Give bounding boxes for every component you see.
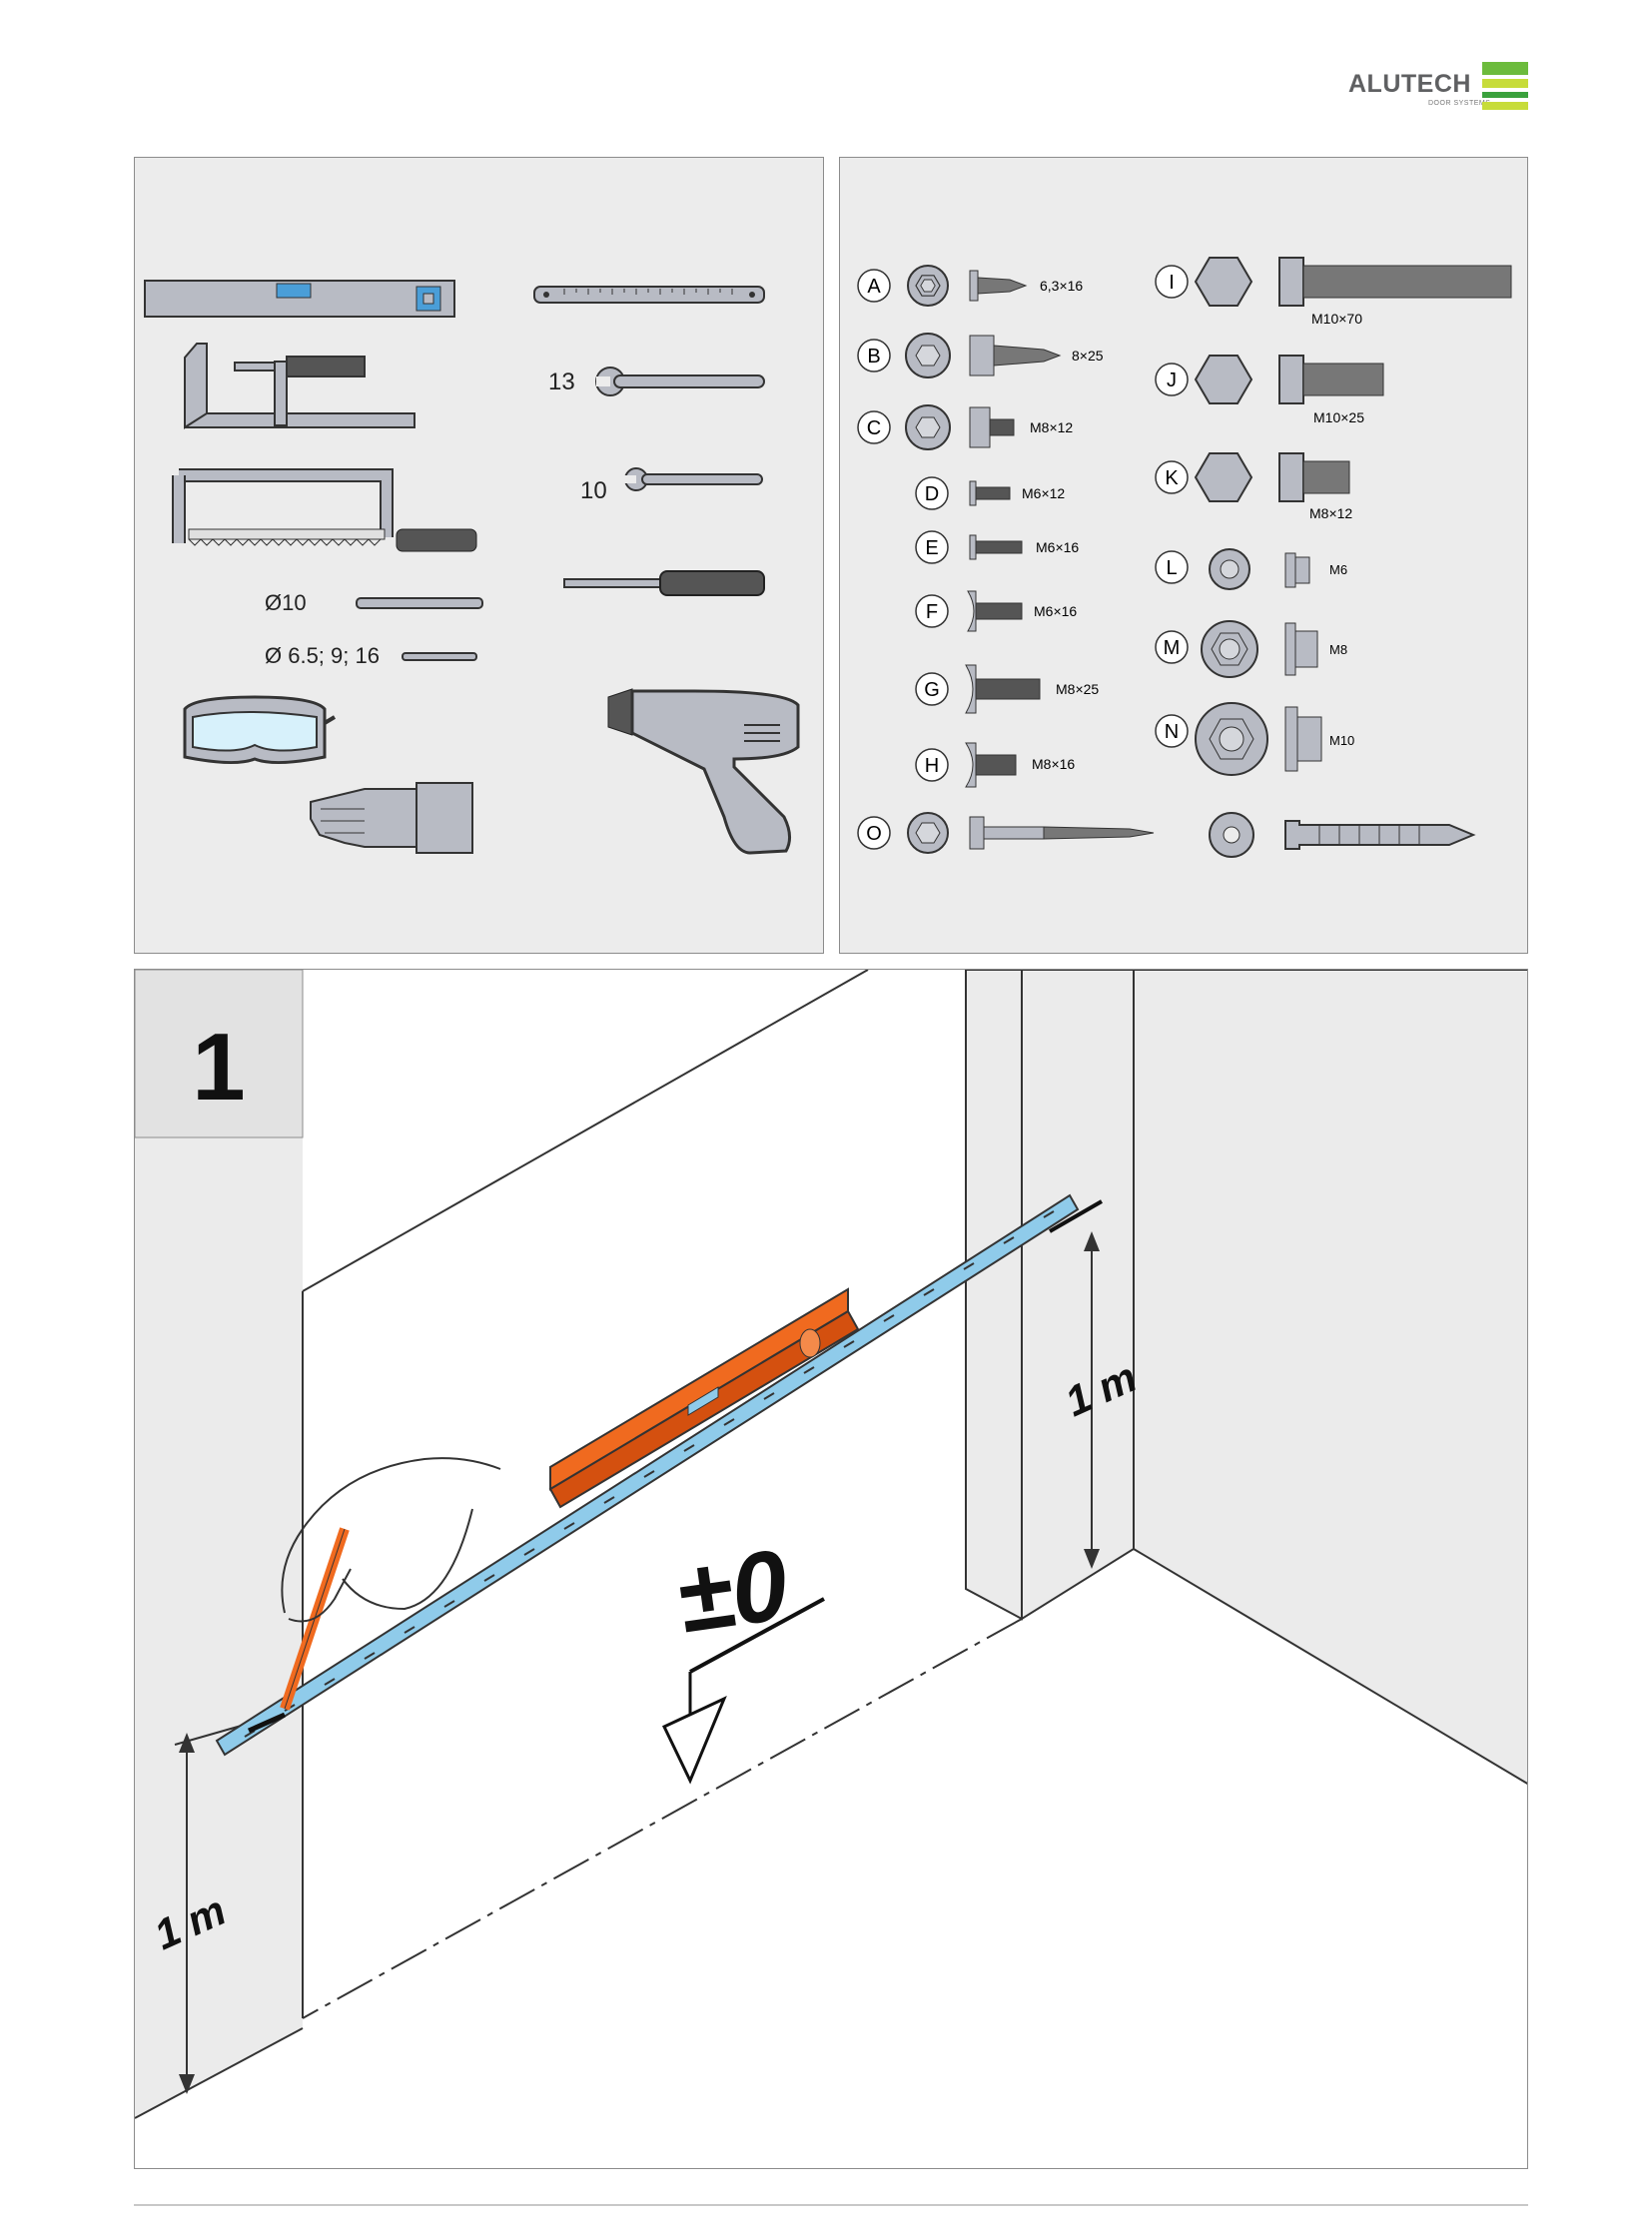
fastener-o: O bbox=[857, 812, 1155, 854]
fasteners-panel: A 6,3×16 B 8×25 C M8×12 bbox=[839, 157, 1528, 954]
svg-text:D: D bbox=[925, 483, 939, 505]
svg-text:B: B bbox=[867, 346, 880, 368]
hacksaw-icon bbox=[172, 468, 477, 552]
fastener-h: H M8×16 bbox=[915, 742, 1075, 788]
svg-text:M6: M6 bbox=[1329, 562, 1347, 577]
step-1-panel: 1 1 m 1 m ±0 bbox=[134, 969, 1528, 2169]
washer-anchor bbox=[1209, 812, 1476, 858]
svg-text:G: G bbox=[924, 679, 940, 701]
fastener-f: F M6×16 bbox=[915, 590, 1077, 632]
drill-icon bbox=[607, 688, 800, 855]
brand-mark-icon bbox=[1482, 62, 1528, 110]
svg-text:L: L bbox=[1166, 557, 1177, 579]
step-number-box bbox=[135, 970, 304, 1138]
svg-text:M8×25: M8×25 bbox=[1056, 681, 1099, 697]
step-1-illustration: 1 1 m 1 m ±0 bbox=[135, 970, 1527, 2168]
svg-text:M6×12: M6×12 bbox=[1022, 485, 1065, 501]
svg-text:F: F bbox=[926, 601, 938, 623]
fastener-b: B 8×25 bbox=[857, 333, 1104, 378]
svg-text:8×25: 8×25 bbox=[1072, 348, 1104, 364]
svg-text:M8×16: M8×16 bbox=[1032, 756, 1075, 772]
goggles-icon bbox=[183, 695, 337, 765]
svg-text:M: M bbox=[1164, 637, 1181, 659]
drill-bit-icon bbox=[356, 597, 483, 661]
gloves-icon bbox=[310, 782, 473, 854]
svg-text:M10×25: M10×25 bbox=[1313, 409, 1364, 425]
svg-text:M8×12: M8×12 bbox=[1030, 419, 1073, 435]
brand-logo: ALUTECH DOOR SYSTEMS bbox=[1348, 60, 1528, 114]
spanner-icon bbox=[595, 367, 765, 396]
fastener-n: N M10 bbox=[1155, 702, 1354, 776]
spanner-icon bbox=[624, 467, 763, 491]
tools-illustration: Ø10 Ø 6.5; 9; 16 13 bbox=[144, 280, 800, 855]
drill-bit-large-label: Ø10 bbox=[265, 590, 307, 615]
clamp-icon bbox=[184, 343, 415, 429]
fastener-j: J M10×25 bbox=[1155, 355, 1384, 425]
svg-text:M8×12: M8×12 bbox=[1309, 505, 1352, 521]
spirit-level-icon bbox=[144, 280, 455, 318]
fastener-k: K M8×12 bbox=[1155, 452, 1352, 521]
spanner-13-label: 13 bbox=[548, 369, 575, 395]
svg-text:M8: M8 bbox=[1329, 642, 1347, 657]
svg-text:M10×70: M10×70 bbox=[1311, 311, 1362, 327]
ruler-icon bbox=[533, 286, 765, 304]
svg-text:O: O bbox=[866, 823, 882, 845]
hand-with-pencil-icon bbox=[247, 1457, 501, 1734]
screwdriver-icon bbox=[563, 570, 765, 596]
svg-text:M10: M10 bbox=[1329, 733, 1354, 748]
fastener-i: I M10×70 bbox=[1155, 257, 1512, 327]
fasteners-illustration: A 6,3×16 B 8×25 C M8×12 bbox=[857, 257, 1512, 858]
drill-bit-small-label: Ø 6.5; 9; 16 bbox=[265, 643, 380, 668]
spanner-10-label: 10 bbox=[580, 477, 607, 504]
fastener-a: A 6,3×16 bbox=[857, 265, 1083, 307]
svg-text:M6×16: M6×16 bbox=[1036, 539, 1079, 555]
level-mark: ±0 bbox=[669, 1528, 794, 1654]
bottom-rule bbox=[134, 2204, 1528, 2206]
svg-text:K: K bbox=[1165, 467, 1179, 489]
fastener-g: G M8×25 bbox=[915, 664, 1099, 714]
svg-text:H: H bbox=[925, 755, 939, 777]
fastener-c: C M8×12 bbox=[857, 404, 1073, 450]
brand-tagline: DOOR SYSTEMS bbox=[1428, 100, 1491, 107]
spirit-level-icon bbox=[548, 1287, 860, 1509]
svg-text:I: I bbox=[1169, 272, 1175, 294]
fastener-m: M M8 bbox=[1155, 620, 1347, 678]
level-reference-icon bbox=[661, 1597, 825, 1785]
svg-text:6,3×16: 6,3×16 bbox=[1040, 278, 1083, 294]
svg-text:N: N bbox=[1165, 721, 1179, 743]
svg-text:M6×16: M6×16 bbox=[1034, 603, 1077, 619]
fastener-e: E M6×16 bbox=[915, 530, 1079, 564]
tools-panel: Ø10 Ø 6.5; 9; 16 13 bbox=[134, 157, 824, 954]
svg-text:J: J bbox=[1167, 370, 1177, 391]
brand-name: ALUTECH bbox=[1348, 70, 1471, 98]
svg-text:A: A bbox=[867, 276, 881, 298]
fastener-d: D M6×12 bbox=[915, 476, 1065, 510]
svg-text:C: C bbox=[867, 417, 881, 439]
step-number: 1 bbox=[192, 1014, 245, 1120]
svg-text:E: E bbox=[925, 537, 938, 559]
fastener-l: L M6 bbox=[1155, 548, 1347, 590]
